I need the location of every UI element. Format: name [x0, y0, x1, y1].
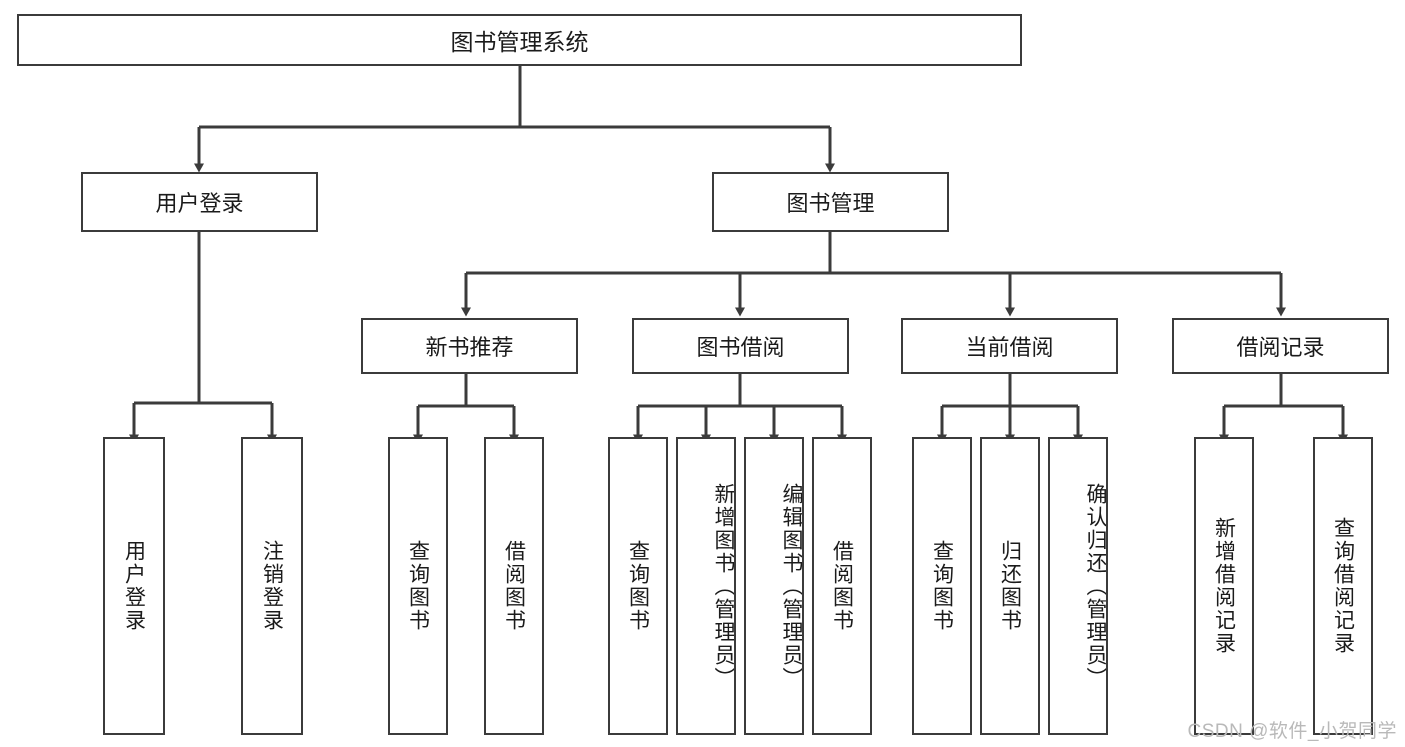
node-book-borrow-label: 图书借阅	[696, 335, 785, 360]
node-leaf-query-book-1[interactable]: 查询图书	[388, 437, 448, 735]
node-leaf-confirm-return-label: 确认归还（管理员）	[1084, 482, 1107, 690]
node-borrow-record[interactable]: 借阅记录	[1172, 318, 1389, 374]
node-book-borrow[interactable]: 图书借阅	[632, 318, 849, 374]
node-leaf-add-record-label: 新增借阅记录	[1212, 517, 1236, 655]
node-leaf-confirm-return[interactable]: 确认归还（管理员）	[1048, 437, 1108, 735]
node-leaf-return-book-label: 归还图书	[998, 540, 1022, 632]
node-leaf-borrow-book-1-label: 借阅图书	[502, 540, 526, 632]
node-leaf-borrow-book-1[interactable]: 借阅图书	[484, 437, 544, 735]
node-root-label: 图书管理系统	[450, 29, 589, 55]
node-root[interactable]: 图书管理系统	[17, 14, 1022, 66]
node-leaf-query-record[interactable]: 查询借阅记录	[1313, 437, 1373, 735]
node-leaf-query-book-2[interactable]: 查询图书	[608, 437, 668, 735]
node-leaf-return-book[interactable]: 归还图书	[980, 437, 1040, 735]
node-leaf-add-book[interactable]: 新增图书（管理员）	[676, 437, 736, 735]
node-borrow-record-label: 借阅记录	[1236, 335, 1325, 360]
node-leaf-logout-login-label: 注销登录	[260, 540, 284, 632]
node-leaf-query-book-3-label: 查询图书	[930, 540, 954, 632]
node-leaf-query-book-3[interactable]: 查询图书	[912, 437, 972, 735]
node-leaf-edit-book[interactable]: 编辑图书（管理员）	[744, 437, 804, 735]
node-new-book-rec[interactable]: 新书推荐	[361, 318, 578, 374]
node-leaf-query-book-1-label: 查询图书	[406, 540, 430, 632]
node-book-manage[interactable]: 图书管理	[712, 172, 949, 232]
node-leaf-logout-login[interactable]: 注销登录	[241, 437, 303, 735]
node-user-login-label: 用户登录	[155, 191, 244, 216]
node-leaf-add-book-label: 新增图书（管理员）	[712, 482, 735, 690]
node-leaf-borrow-book-2-label: 借阅图书	[830, 540, 854, 632]
node-leaf-add-record[interactable]: 新增借阅记录	[1194, 437, 1254, 735]
node-leaf-user-login-label: 用户登录	[122, 540, 146, 632]
node-book-manage-label: 图书管理	[786, 191, 875, 216]
node-leaf-user-login[interactable]: 用户登录	[103, 437, 165, 735]
node-leaf-query-record-label: 查询借阅记录	[1331, 517, 1355, 655]
node-new-book-rec-label: 新书推荐	[425, 335, 514, 360]
node-leaf-borrow-book-2[interactable]: 借阅图书	[812, 437, 872, 735]
node-user-login[interactable]: 用户登录	[81, 172, 318, 232]
node-current-borrow-label: 当前借阅	[965, 335, 1054, 360]
node-leaf-edit-book-label: 编辑图书（管理员）	[780, 482, 803, 690]
node-leaf-query-book-2-label: 查询图书	[626, 540, 650, 632]
node-current-borrow[interactable]: 当前借阅	[901, 318, 1118, 374]
